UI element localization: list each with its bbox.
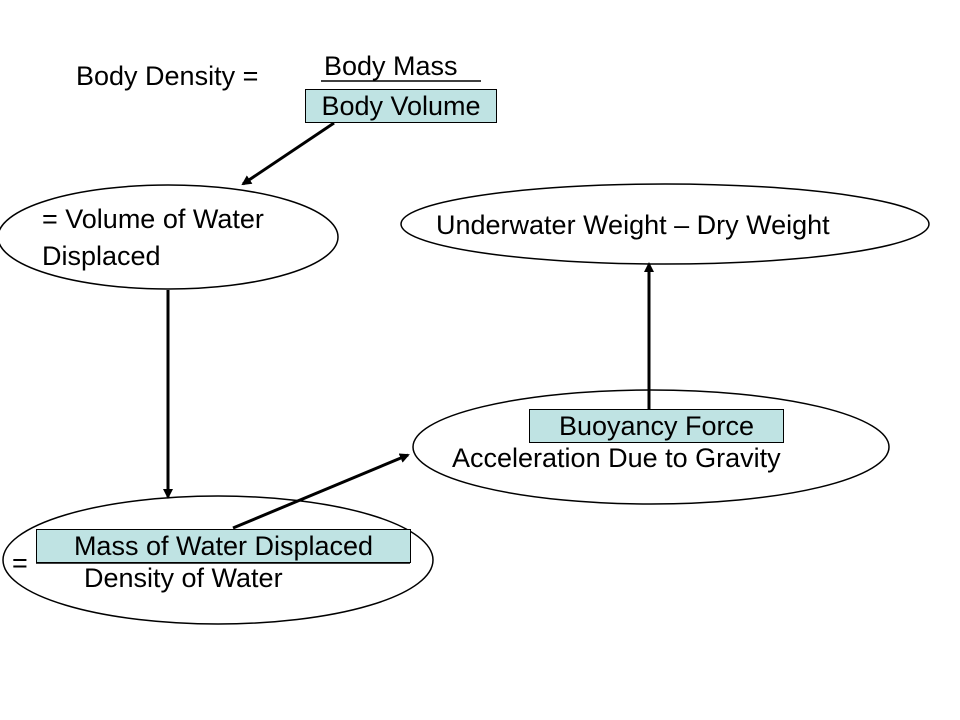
mass-numerator-box: Mass of Water Displaced <box>36 529 411 563</box>
weight-node-text: Underwater Weight – Dry Weight <box>436 210 830 240</box>
buoyancy-node-ellipse <box>412 389 890 505</box>
mass-denominator: Density of Water <box>84 563 283 593</box>
formula-denominator-box: Body Volume <box>305 89 497 123</box>
arrow-mass-to-buoyancy <box>232 453 410 530</box>
buoyancy-denominator: Acceleration Due to Gravity <box>452 443 781 473</box>
mass-node-ellipse <box>2 495 434 625</box>
formula-numerator: Body Mass <box>324 51 458 81</box>
volume-node-line1: = Volume of Water <box>42 204 264 234</box>
buoyancy-numerator-box: Buoyancy Force <box>529 409 784 443</box>
mass-node-equals: = <box>12 548 28 578</box>
weight-node-ellipse <box>400 183 930 265</box>
volume-node-line2: Displaced <box>42 241 161 271</box>
arrow-volume-to-ellipse <box>241 121 335 186</box>
formula-label: Body Density = <box>76 61 259 91</box>
volume-node-ellipse <box>0 184 339 290</box>
